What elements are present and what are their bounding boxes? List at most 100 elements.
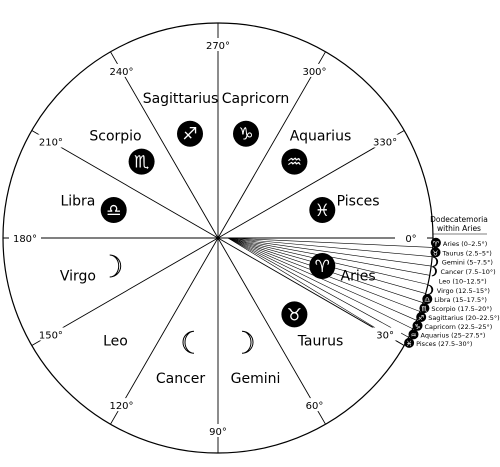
degree-label-bg [369, 327, 402, 341]
sign-label-virgo: Virgo [60, 269, 96, 285]
dodecatemoria-sign-icon [408, 329, 419, 340]
dodecatemoria-item-label: Taurus (2.5–5°) [442, 249, 492, 257]
degree-label: 30° [376, 331, 394, 342]
crescent-moon-icon [431, 266, 437, 277]
sign-labels: AriesTaurusGeminiCancerLeoVirgoLibraScor… [60, 91, 380, 387]
dodecatemoria-fan [227, 237, 433, 346]
legend-title: Dodecatemoria [430, 215, 488, 224]
svg-text:♎: ♎ [106, 201, 121, 221]
dodecatemoria-item-label: Sagittarius (20–22.5°) [428, 314, 500, 322]
sign-label-aquarius: Aquarius [290, 129, 351, 145]
sign-label-libra: Libra [60, 194, 95, 210]
dodecatemoria-item-label: Aquarius (25–27.5°) [421, 331, 486, 339]
degree-label: 0° [405, 234, 416, 245]
sagittarius-icon: ♐ [177, 120, 203, 147]
svg-text:♒: ♒ [287, 153, 302, 173]
dodecatemoria-sign-icon [404, 337, 415, 348]
dodecatemoria-item-label: Pisces (27.5–30°) [416, 340, 472, 348]
crescent-moon-icon [428, 284, 434, 295]
svg-text:♈: ♈ [315, 257, 330, 277]
svg-text:♓: ♓ [406, 340, 412, 348]
crescent-moon-icon [432, 256, 439, 267]
sign-label-sagittarius: Sagittarius [143, 91, 219, 107]
dodecatemoria-sign-icon [422, 294, 433, 304]
sign-label-leo: Leo [103, 334, 128, 350]
svg-text:♒: ♒ [410, 331, 416, 339]
svg-text:♓: ♓ [315, 201, 330, 221]
dodecatemoria-item: Cancer (7.5–10°) [431, 266, 496, 277]
dodecatemoria-item-label: Gemini (5–7.5°) [442, 259, 493, 267]
svg-text:♉: ♉ [432, 249, 438, 257]
degree-label: 180° [13, 234, 37, 245]
dodecatemoria-item: ♓ Pisces (27.5–30°) [404, 337, 472, 348]
degree-label: 300° [302, 67, 326, 78]
sector-boundary-line [217, 51, 326, 239]
sign-label-scorpio: Scorpio [89, 129, 141, 145]
dodecatemoria-item: ♉ Taurus (2.5–5°) [430, 247, 492, 258]
sign-label-taurus: Taurus [297, 334, 344, 350]
outer-circle [2, 22, 434, 454]
degree-label-bg [202, 424, 234, 437]
dodecatemoria-sign-icon [416, 312, 427, 322]
pisces-icon: ♓ [309, 197, 336, 223]
sector-boundary-line [110, 51, 219, 239]
dodecatemoria-sign-icon [430, 247, 441, 258]
svg-text:♏: ♏ [421, 305, 428, 313]
degree-label-bg [369, 134, 402, 148]
degree-label-bg [105, 63, 138, 77]
dodecatemoria-division-line [227, 237, 417, 321]
svg-text:♉: ♉ [287, 305, 302, 325]
dodecatemoria-division-line [227, 237, 409, 338]
dodecatemoria-item-label: Scorpio (17.5–20°) [431, 305, 492, 313]
dodecatemoria-item: Gemini (5–7.5°) [432, 256, 493, 267]
degree-label-bg [395, 231, 427, 244]
dodecatemoria-item-label: Capricorn (22.5–25°) [425, 323, 493, 331]
degree-label: 60° [306, 401, 324, 412]
dodecatemoria-division-line [227, 237, 414, 330]
legend-subtitle: within Aries [437, 224, 481, 233]
dodecatemoria-item: ♐ Sagittarius (20–22.5°) [416, 312, 500, 322]
sector-boundary-line [217, 130, 405, 239]
dodecatemoria-item-label: Leo (10–12.5°) [439, 278, 487, 286]
degree-label-bg [9, 231, 41, 244]
scorpio-icon: ♏ [128, 148, 155, 175]
degree-label: 240° [109, 67, 133, 78]
sign-label-aries: Aries [341, 269, 376, 285]
dodecatemoria-item-label: Cancer (7.5–10°) [441, 268, 496, 276]
degree-label: 210° [39, 138, 63, 149]
degree-labels: 0°30°60°90°120°150°180°210°240°270°300°3… [9, 38, 427, 438]
svg-text:♐: ♐ [418, 314, 424, 322]
taurus-icon: ♉ [281, 301, 308, 328]
degree-label: 120° [109, 401, 133, 412]
dodecatemoria-legend: Dodecatemoria within Aries ♈ Aries (0–2.5… [404, 215, 500, 348]
dodecatemoria-sign-icon [412, 320, 423, 331]
dodecatemoria-item: ♏Scorpio (17.5–20°) [419, 303, 492, 314]
degree-label-bg [298, 398, 331, 412]
dodecatemoria-item: ♑ Capricorn (22.5–25°) [412, 320, 493, 331]
sign-icons: ♈ ♉ ♎ ♏ ♐ ♑ ♒ ♓ [100, 120, 336, 354]
sign-label-capricorn: Capricorn [222, 91, 290, 107]
crescent-moon-icon [241, 330, 254, 354]
dodecatemoria-sign-icon [430, 237, 441, 248]
dodecatemoria-item: Leo (10–12.5°) [439, 278, 487, 286]
dodecatemoria-item: ♈ Aries (0–2.5°) [430, 237, 487, 248]
svg-text:♑: ♑ [238, 125, 253, 145]
sign-label-cancer: Cancer [156, 371, 206, 387]
aries-icon: ♈ [309, 253, 336, 279]
crescent-moon-icon [182, 330, 195, 354]
libra-icon: ♎ [100, 197, 127, 223]
crescent-moon-icon [109, 254, 122, 278]
degree-label: 150° [39, 331, 63, 342]
degree-label: 90° [209, 427, 227, 438]
sector-lines [3, 23, 433, 453]
sector-boundary-line [31, 130, 219, 239]
svg-text:♈: ♈ [433, 240, 439, 248]
svg-text:♑: ♑ [414, 323, 420, 331]
dodecatemoria-division-line [227, 237, 433, 248]
dodecatemoria-item-label: Virgo (12.5–15°) [437, 287, 490, 295]
dodecatemoria-item: ♎Libra (15–17.5°) [422, 294, 487, 304]
dodecatemoria-division-line [227, 237, 433, 257]
svg-text:♎: ♎ [424, 296, 430, 304]
dodecatemoria-item-label: Aries (0–2.5°) [443, 240, 487, 248]
